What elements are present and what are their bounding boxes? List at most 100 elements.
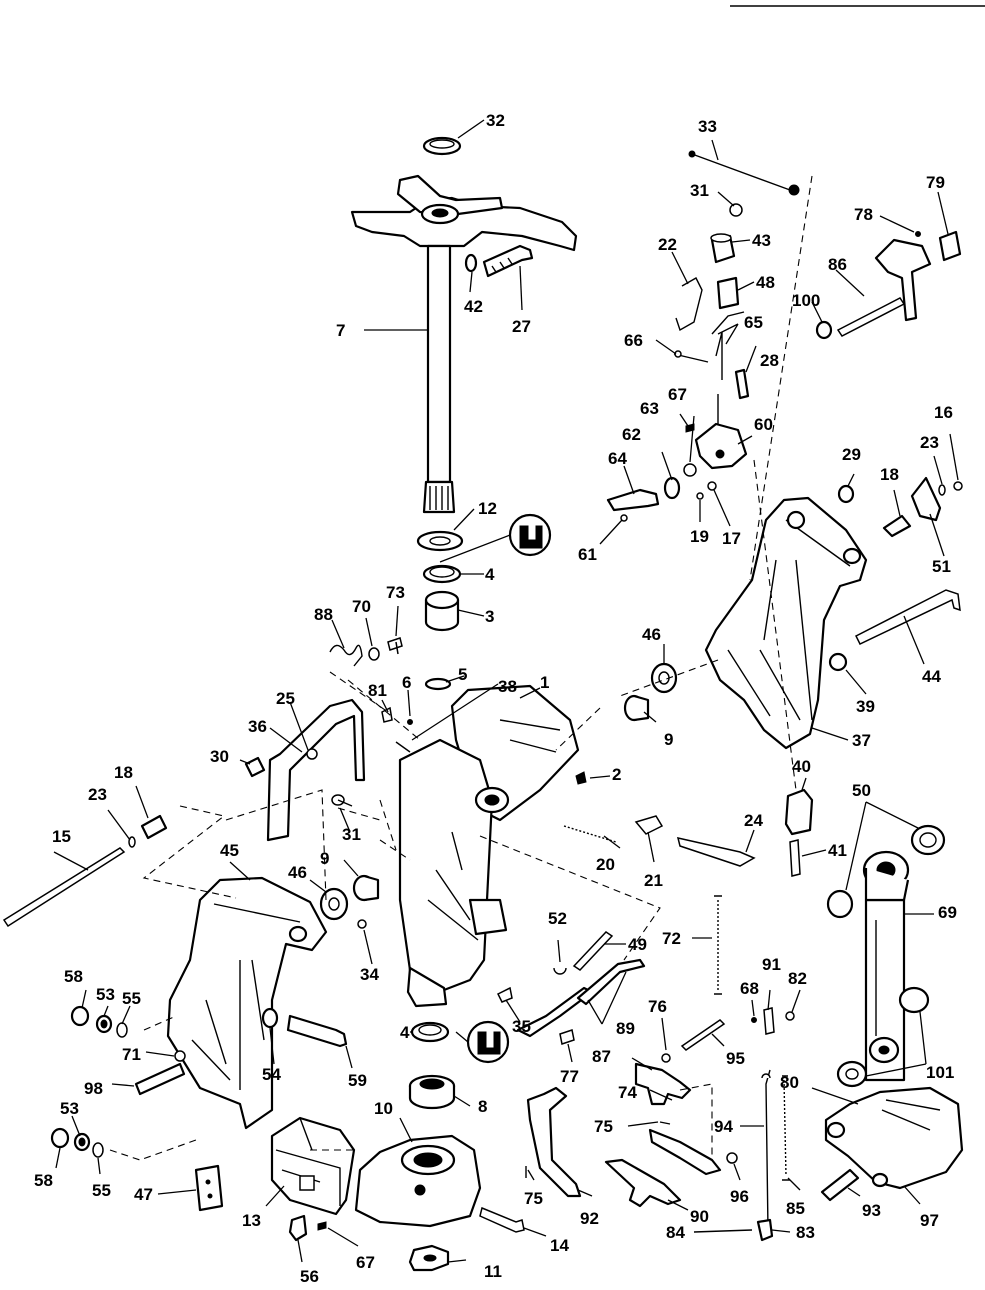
callout-24: 24 [744,811,763,830]
part-77-screw [559,1029,575,1045]
part-46-washer-left [319,887,349,921]
callout-69: 69 [938,903,957,922]
part-92-lever [526,1086,582,1198]
part-55-washer-lower [92,1142,104,1158]
callout-82: 82 [788,969,807,988]
part-27-bolt [482,244,534,278]
part-54-washer [261,1007,279,1029]
callout-47: 47 [134,1185,153,1204]
callout-14: 14 [550,1236,569,1255]
callout-9a: 9 [664,730,673,749]
part-50-bushing-lower [826,889,854,919]
part-68-pin [751,1017,757,1023]
callout-3: 3 [485,607,494,626]
part-21-clip [634,815,664,835]
callout-74: 74 [618,1083,637,1102]
callout-63: 63 [640,399,659,418]
callout-100: 100 [792,291,820,310]
callout-59: 59 [348,1071,367,1090]
part-61-pin [620,514,628,522]
part-39-bushing [828,652,848,672]
part-12-washer [416,530,464,552]
part-9-bushing-left [352,874,380,902]
callout-49: 49 [628,935,647,954]
part-71-nut [174,1050,186,1062]
part-43-fitting [710,233,736,264]
part-53-nut-lower [73,1132,91,1152]
part-78-screw [915,231,921,237]
callout-60: 60 [754,415,773,434]
callout-76: 76 [648,997,667,1016]
part-18-pin-right [882,514,912,538]
part-51-plate [910,476,942,522]
part-16-nut [953,481,963,491]
part-41-bolt [789,839,801,877]
part-33-rod [688,150,800,196]
part-93-pin [820,1168,860,1202]
part-1-swivel-bracket [398,684,580,1008]
part-95-rod [680,1019,726,1051]
callout-43: 43 [752,231,771,250]
part-101-bushing-upper [898,986,930,1014]
callout-52: 52 [548,909,567,928]
part-24-rod [676,837,756,867]
part-60-cam [694,394,748,470]
callout-10: 10 [374,1099,393,1118]
callout-48: 48 [756,273,775,292]
part-44-rod [854,589,961,645]
callout-66: 66 [624,331,643,350]
part-65-cable-pair [711,311,745,380]
callout-75a: 75 [594,1117,613,1136]
callout-58b: 58 [34,1171,53,1190]
part-86-tilt-lever [836,238,932,337]
part-4-seal-lower [410,1021,450,1043]
callout-93: 93 [862,1201,881,1220]
part-28-pin [734,368,750,400]
part-89-link [516,958,646,1038]
part-100-cap [815,320,833,340]
part-58-cap-upper [70,1005,90,1027]
callout-5: 5 [458,665,467,684]
callout-92: 92 [580,1209,599,1228]
callout-80: 80 [780,1073,799,1092]
part-97-bracket [824,1086,964,1190]
callout-73: 73 [386,583,405,602]
part-8-spacer [408,1074,456,1110]
part-72-spring [714,895,722,995]
callout-40: 40 [792,757,811,776]
callout-18a: 18 [114,763,133,782]
part-36-bracket [266,698,366,842]
callout-30: 30 [210,747,229,766]
part-91-clip [763,1007,775,1035]
callout-81: 81 [368,681,387,700]
part-45-clamp-bracket [166,876,328,1130]
callout-68: 68 [740,979,759,998]
callout-53b: 53 [60,1099,79,1118]
callout-91: 91 [762,955,781,974]
part-83-cap [756,1218,774,1242]
part-52-ring [553,967,567,975]
callout-32: 32 [486,111,505,130]
callout-94: 94 [714,1117,733,1136]
callout-28: 28 [760,351,779,370]
callout-31a: 31 [342,825,361,844]
part-4-seal-upper [422,564,462,584]
part-37-clamp-bracket [704,496,868,750]
callout-4a: 4 [485,565,495,584]
callout-78: 78 [854,205,873,224]
part-14-bolt [479,1206,525,1233]
part-75-pin-upper [659,1121,671,1125]
callout-9b: 9 [320,849,329,868]
callout-6: 6 [402,673,411,692]
callout-19: 19 [690,527,709,546]
part-76-nut [661,1053,671,1063]
part-23-washer-left [128,836,136,848]
part-58-cap-lower [50,1127,70,1149]
part-30-knob [244,756,266,778]
callout-62: 62 [622,425,641,444]
assembly-lines [109,175,813,1161]
callout-65: 65 [744,313,763,332]
part-79-knob [938,230,962,262]
part-20-spring [563,825,617,843]
part-29-bushing [837,484,855,504]
